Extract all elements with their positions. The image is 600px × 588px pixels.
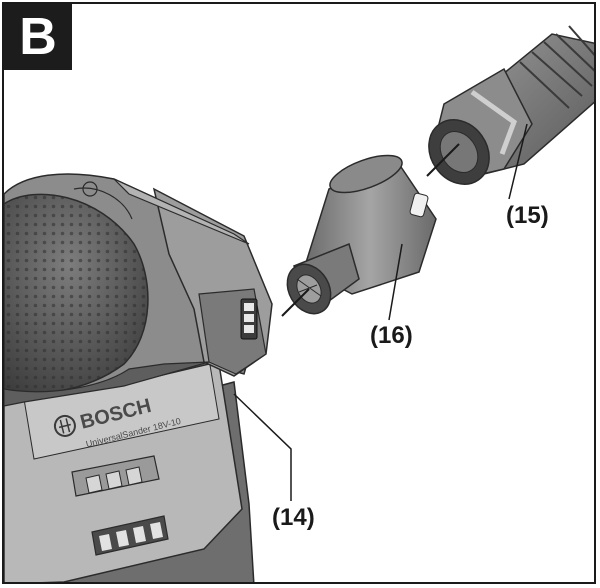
sander-grip-dome bbox=[4, 181, 149, 395]
callout-label-14: (14) bbox=[272, 504, 315, 531]
adapter-part-16 bbox=[286, 154, 437, 315]
figure-frame: BOSCH UniversalSander 18V-10 B (15) (16)… bbox=[2, 2, 596, 584]
callout-label-16: (16) bbox=[370, 322, 413, 349]
figure-letter-badge: B bbox=[4, 4, 72, 70]
leader-lines bbox=[233, 123, 528, 501]
hose-part-15 bbox=[428, 25, 594, 185]
bosch-logo-icon bbox=[53, 414, 76, 437]
assembly-arrows bbox=[281, 143, 460, 317]
callout-label-15: (15) bbox=[506, 202, 549, 229]
sander-illustration: BOSCH UniversalSander 18V-10 bbox=[4, 25, 594, 582]
sander-base bbox=[4, 358, 255, 582]
